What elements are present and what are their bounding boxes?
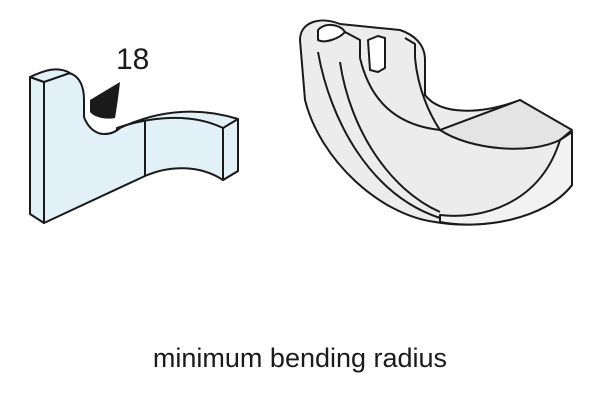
round-profile-drawing — [299, 19, 573, 226]
radius-marker-icon — [90, 82, 120, 119]
figure-caption: minimum bending radius — [152, 343, 448, 373]
flat-profile-drawing — [29, 68, 239, 224]
radius-value-label: 18 — [116, 43, 150, 76]
